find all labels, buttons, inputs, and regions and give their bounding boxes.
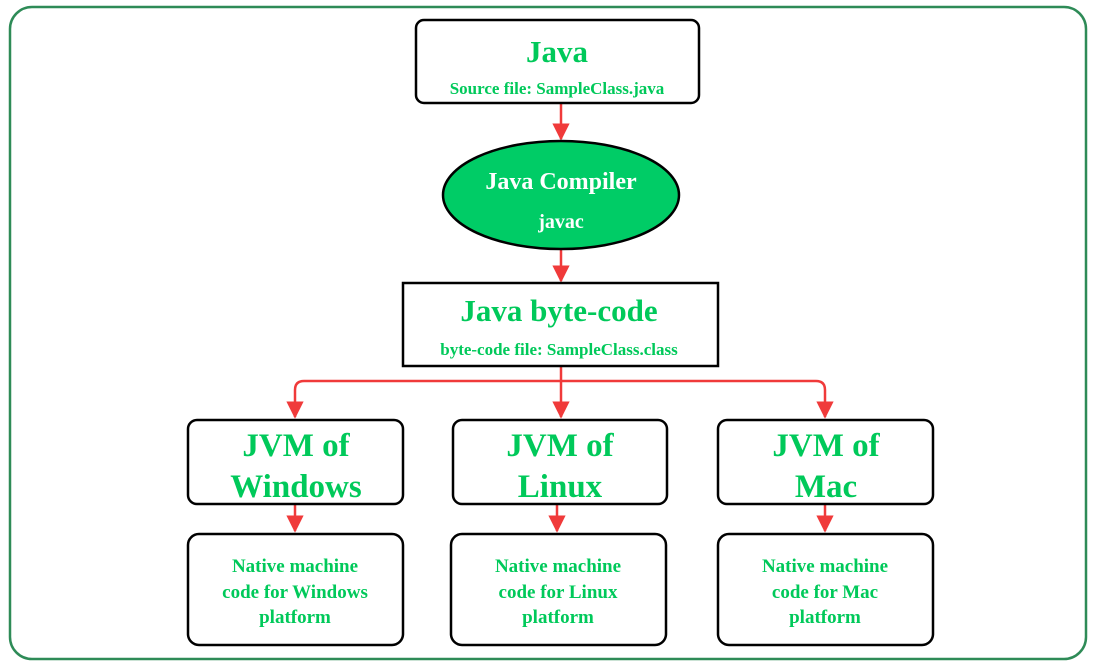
- compiler-title: Java Compiler: [485, 169, 637, 195]
- bytecode-title: Java byte-code: [460, 293, 657, 328]
- jvm-windows-line1: JVM of: [242, 428, 350, 464]
- native-windows-line3: platform: [259, 607, 331, 628]
- source-box: [414, 18, 701, 105]
- compiler-node: Java Compiler javac: [441, 139, 681, 251]
- native-mac-line2: code for Mac: [772, 582, 878, 603]
- jvm-windows-node: JVM of Windows: [186, 418, 405, 506]
- jvm-linux-node: JVM of Linux: [451, 418, 669, 506]
- source-node: Java Source file: SampleClass.java: [414, 18, 701, 105]
- native-windows-line2: code for Windows: [222, 582, 368, 603]
- compiler-subtitle: javac: [537, 211, 584, 233]
- jvm-mac-line2: Mac: [795, 469, 857, 505]
- jvm-windows-box: [186, 418, 405, 506]
- source-title: Java: [526, 34, 589, 69]
- native-linux-line2: code for Linux: [499, 582, 618, 603]
- jvm-linux-line1: JVM of: [506, 428, 614, 464]
- bytecode-node: Java byte-code byte-code file: SampleCla…: [401, 281, 720, 368]
- compiler-ellipse: [441, 139, 681, 251]
- connectors: [286, 104, 834, 533]
- native-mac-box: [716, 532, 935, 647]
- native-windows-line1: Native machine: [232, 556, 358, 577]
- arrow-bytecode-to-jvm-mac: [561, 379, 834, 419]
- jvm-windows-line2: Windows: [230, 469, 362, 505]
- bytecode-box: [401, 281, 720, 368]
- native-mac-node: Native machine code for Mac platform: [716, 532, 935, 647]
- native-linux-line1: Native machine: [495, 556, 621, 577]
- source-subtitle: Source file: SampleClass.java: [450, 79, 665, 98]
- native-linux-line3: platform: [522, 607, 594, 628]
- native-linux-node: Native machine code for Linux platform: [449, 532, 668, 647]
- arrow-bytecode-to-jvm-windows: [286, 379, 561, 419]
- jvm-mac-box: [716, 418, 935, 506]
- native-windows-node: Native machine code for Windows platform: [186, 532, 405, 647]
- jvm-mac-node: JVM of Mac: [716, 418, 935, 506]
- native-mac-line1: Native machine: [762, 556, 888, 577]
- jvm-linux-line2: Linux: [518, 469, 603, 505]
- bytecode-subtitle: byte-code file: SampleClass.class: [440, 340, 678, 359]
- jvm-linux-box: [451, 418, 669, 506]
- native-linux-box: [449, 532, 668, 647]
- native-mac-line3: platform: [789, 607, 861, 628]
- jvm-mac-line1: JVM of: [772, 428, 880, 464]
- native-windows-box: [186, 532, 405, 647]
